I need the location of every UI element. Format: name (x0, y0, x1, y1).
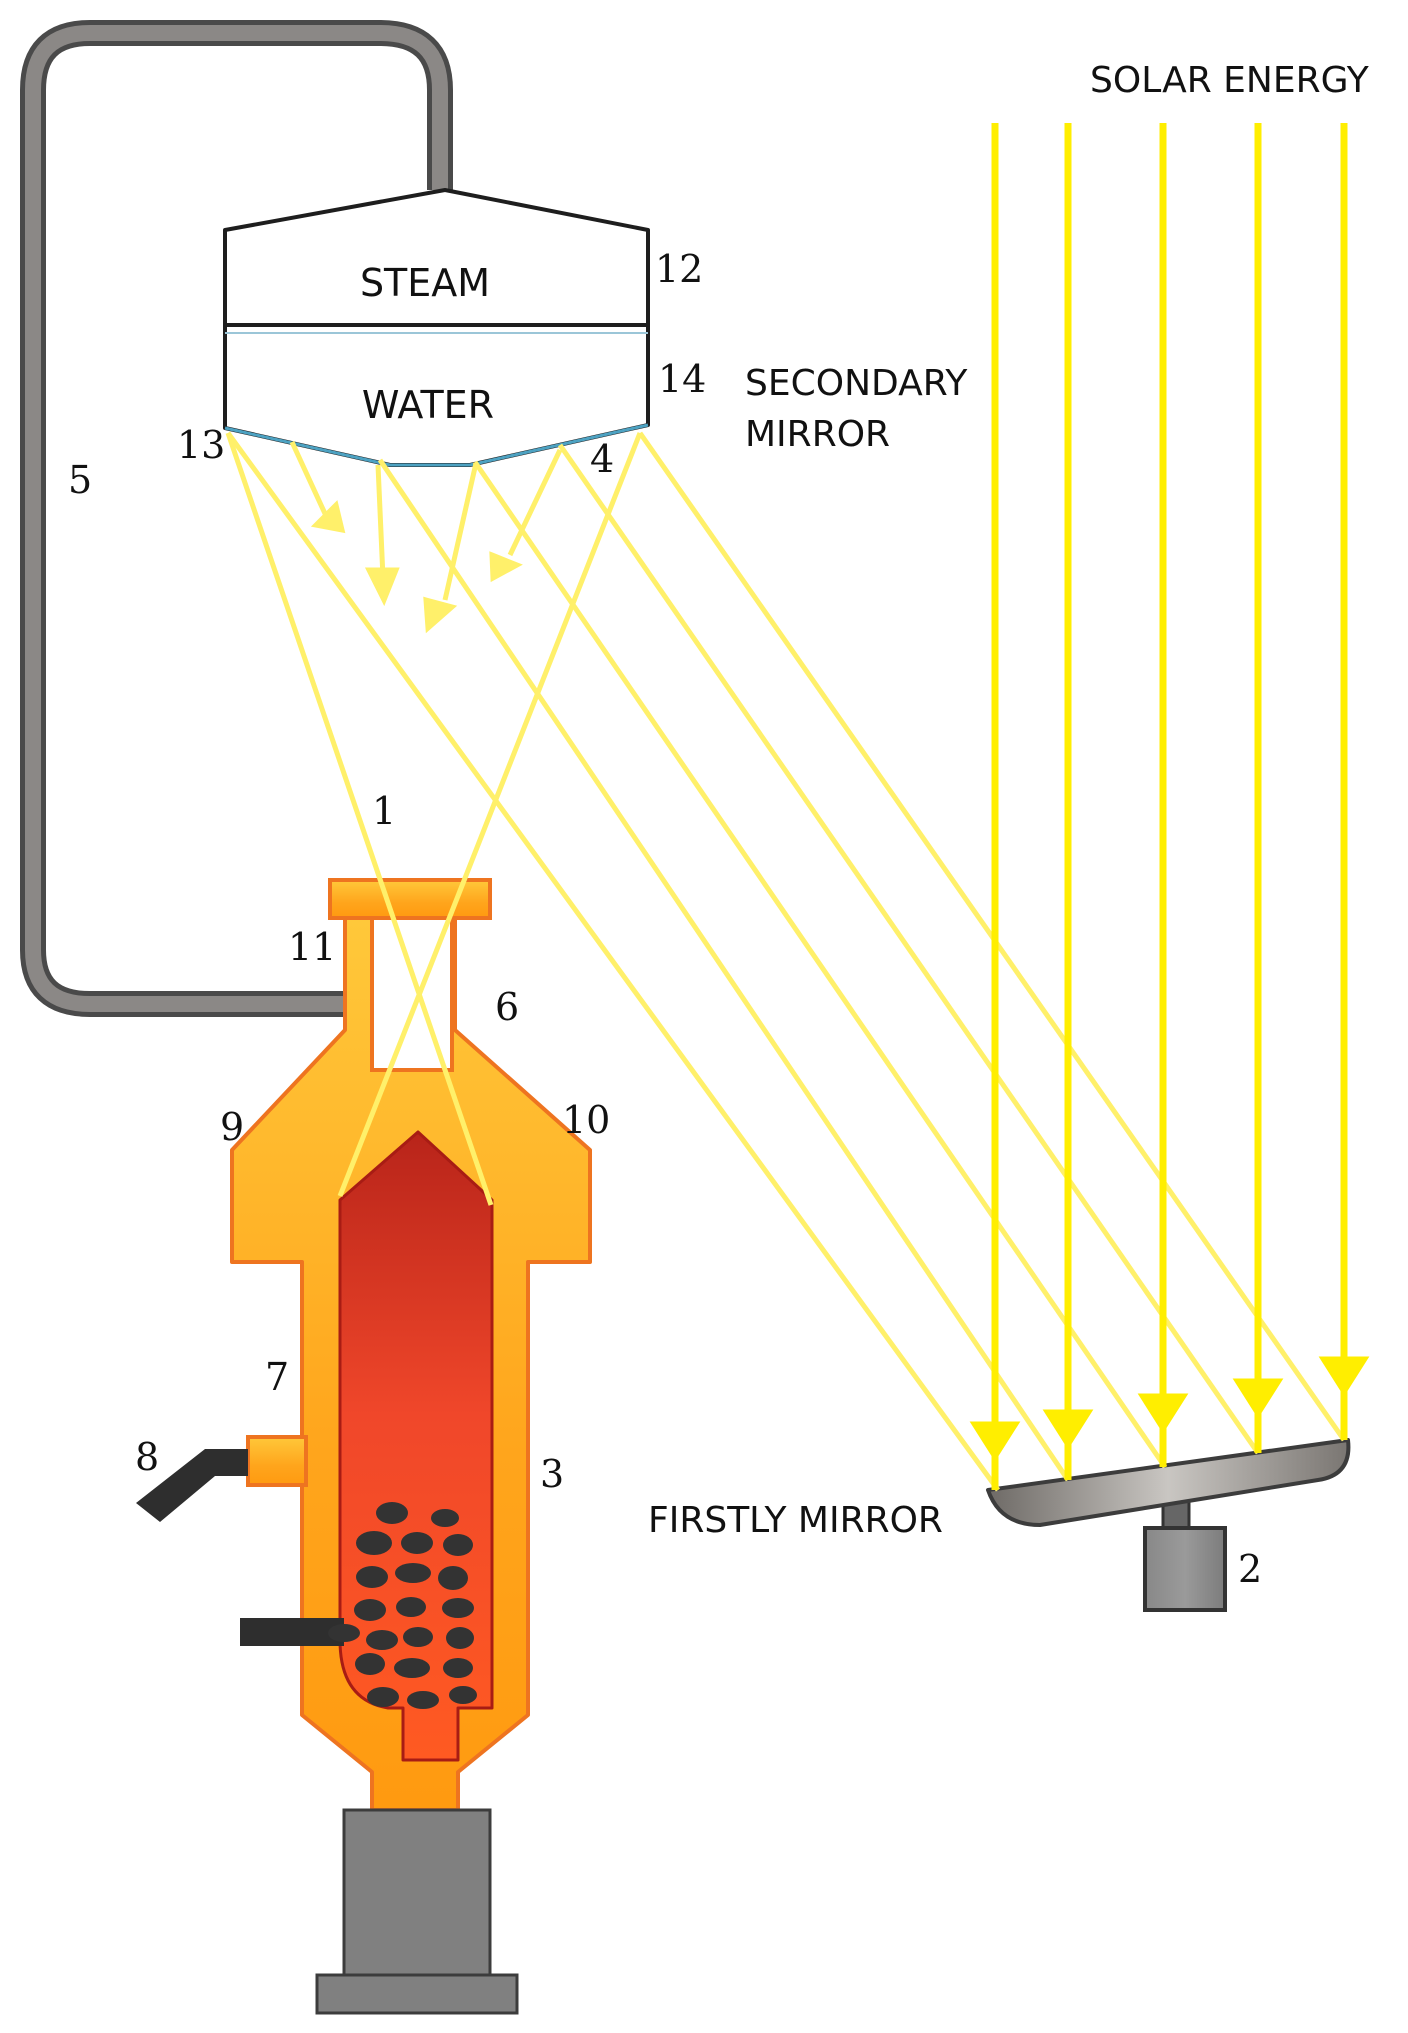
coal-particle (431, 1509, 459, 1527)
coal-particle (443, 1658, 473, 1678)
callout-4: 4 (590, 437, 614, 481)
gasifier-reactor (136, 878, 592, 2015)
coal-particle (401, 1532, 433, 1554)
reactor-base-plate (315, 1973, 519, 2015)
secondary-emission-arrows (289, 440, 563, 634)
reflected-ray (377, 458, 1071, 1482)
solar-ray-arrowhead (1318, 1356, 1370, 1397)
steam-return-pipe (20, 20, 453, 1017)
coal-particle (443, 1534, 473, 1556)
focused-ray (337, 432, 643, 1197)
secondary-mirror-surface (224, 423, 649, 467)
emission-arrow-shaft (375, 464, 386, 579)
coal-particle (356, 1566, 388, 1588)
coal-particle (356, 1531, 392, 1555)
emission-arrow-shaft (442, 462, 479, 601)
callout-13: 13 (177, 423, 225, 467)
coal-particle (355, 1653, 385, 1675)
firstly-mirror-assembly (986, 1438, 1351, 1612)
emission-arrowhead (423, 596, 458, 634)
side-port-housing (246, 1435, 308, 1487)
coal-particle (376, 1502, 408, 1524)
coal-particle (395, 1563, 431, 1583)
firstly-mirror-label: FIRSTLY MIRROR (648, 1500, 943, 1541)
solar-rays (969, 123, 1370, 1490)
coal-particle (394, 1658, 430, 1678)
boiler-vessel: STEAM WATER (223, 188, 650, 467)
reflected-ray (472, 460, 1168, 1469)
coal-particle (366, 1630, 398, 1650)
callout-5: 5 (68, 458, 92, 502)
reflected-ray (225, 431, 1001, 1492)
emission-arrow-shaft (289, 440, 330, 520)
coal-particle (449, 1686, 477, 1704)
coal-particle (367, 1687, 399, 1707)
callout-14: 14 (658, 357, 706, 401)
coal-particle (407, 1691, 439, 1709)
callout-7: 7 (265, 1355, 289, 1399)
water-label: WATER (362, 383, 494, 427)
lower-inlet-pipe (240, 1618, 344, 1646)
callout-9: 9 (220, 1105, 244, 1149)
focused-rays (225, 432, 643, 1206)
callout-11: 11 (288, 925, 336, 969)
coal-particle (442, 1598, 474, 1618)
feed-pipe-8 (136, 1449, 248, 1522)
reactor-stand (342, 1808, 492, 1977)
callout-3: 3 (540, 1452, 564, 1496)
solar-ray-arrowhead (1042, 1409, 1094, 1450)
callout-1: 1 (372, 789, 396, 833)
reactor-top-cap (328, 878, 492, 920)
coal-particle (328, 1624, 360, 1642)
emission-arrowhead (489, 551, 523, 583)
emission-arrowhead (310, 500, 346, 534)
reflected-ray (557, 443, 1261, 1455)
coal-particle (446, 1627, 474, 1649)
coal-bed (328, 1502, 477, 1709)
solar-ray-arrowhead (969, 1421, 1021, 1462)
coal-particle (403, 1627, 433, 1647)
callout-6: 6 (495, 985, 519, 1029)
solar-energy-label: SOLAR ENERGY (1090, 60, 1370, 101)
coal-particle (354, 1599, 386, 1621)
callout-2: 2 (1238, 1547, 1262, 1591)
coal-particle (396, 1597, 426, 1617)
solar-ray-arrowhead (1137, 1393, 1189, 1434)
coal-particle (438, 1566, 468, 1590)
emission-arrow-shaft (507, 448, 563, 557)
firstly-mirror (986, 1438, 1351, 1527)
callout-12: 12 (655, 247, 703, 291)
steam-label: STEAM (360, 261, 490, 305)
callout-10: 10 (562, 1098, 610, 1142)
mirror-base (1143, 1526, 1227, 1612)
focused-ray (225, 432, 494, 1206)
solar-ray-arrowhead (1232, 1378, 1284, 1419)
secondary-mirror-label-line1: SECONDARY (745, 363, 968, 404)
callout-8: 8 (135, 1435, 159, 1479)
secondary-mirror-label-line2: MIRROR (745, 414, 890, 455)
emission-arrowhead (364, 567, 400, 607)
